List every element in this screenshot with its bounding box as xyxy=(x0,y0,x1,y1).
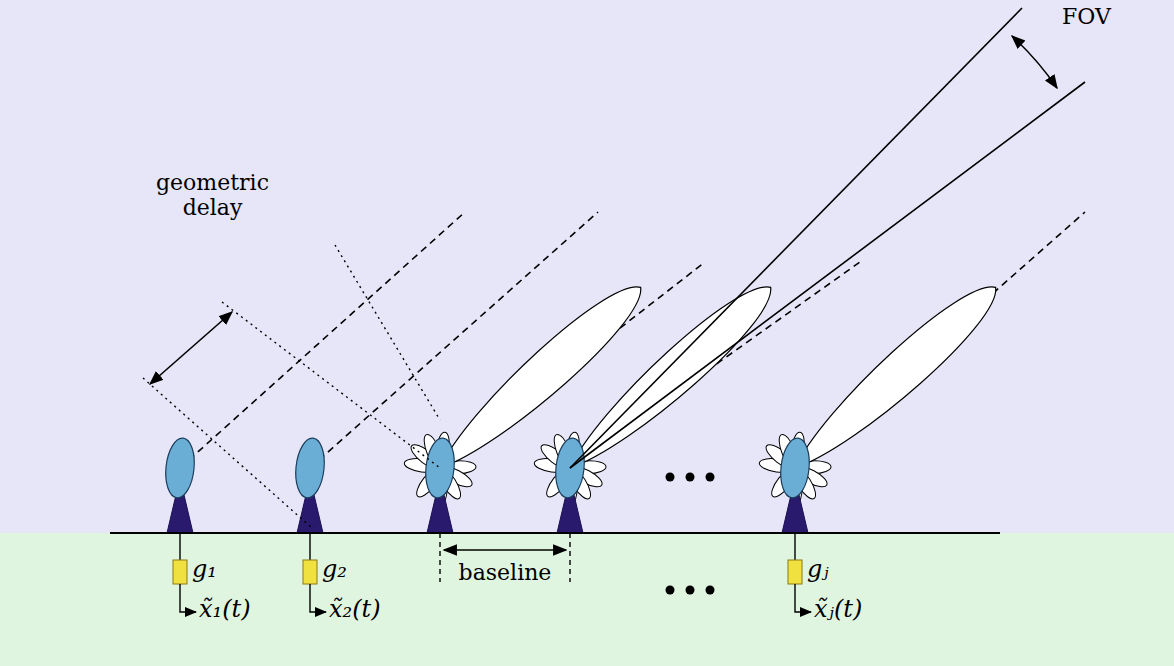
beam-pattern xyxy=(403,272,654,504)
beam-pattern xyxy=(758,272,1009,504)
ground xyxy=(0,533,1174,666)
fov-label: FOV xyxy=(1062,4,1111,29)
gain-box xyxy=(303,560,317,584)
baseline-tick xyxy=(439,533,440,582)
dish xyxy=(778,437,812,500)
output-wire xyxy=(310,584,326,612)
beams xyxy=(180,212,1085,504)
fov-line xyxy=(570,82,1085,468)
feeds xyxy=(173,533,811,612)
delay-arrow xyxy=(150,312,232,384)
baseline-arrow xyxy=(444,549,566,551)
baseline-label: baseline xyxy=(456,560,555,585)
beam-pattern xyxy=(533,272,784,504)
wavefront-line xyxy=(335,245,440,420)
output-wire xyxy=(795,584,811,612)
signal-label: x̃ⱼ(t) xyxy=(814,596,862,624)
pointing-line xyxy=(180,212,465,468)
fov-arrow xyxy=(1012,36,1057,88)
wavefront-line xyxy=(222,302,440,468)
gain-label: gⱼ xyxy=(807,556,829,584)
main-lobe xyxy=(781,272,1010,484)
fov-line xyxy=(570,8,1022,468)
output-wire xyxy=(180,584,196,612)
sky xyxy=(0,0,1174,533)
feed-wire xyxy=(309,533,310,560)
gain-label: g₁ xyxy=(192,556,217,584)
gain-box xyxy=(173,560,187,584)
gain-box xyxy=(788,560,802,584)
gain-label: g₂ xyxy=(322,556,347,584)
ground-line xyxy=(110,532,1000,534)
dishes xyxy=(163,437,812,533)
delay-label: geometric delay xyxy=(155,170,270,221)
main-lobe xyxy=(426,272,655,484)
baseline-tick xyxy=(569,533,570,582)
dish xyxy=(293,437,327,500)
signal-label: x̃₁(t) xyxy=(199,596,251,624)
dish xyxy=(163,437,197,500)
ellipsis-dots xyxy=(666,473,715,595)
signal-label: x̃₂(t) xyxy=(329,596,381,624)
wavefront-line xyxy=(143,378,312,528)
feed-wire xyxy=(179,533,180,560)
feed-wire xyxy=(794,533,795,560)
